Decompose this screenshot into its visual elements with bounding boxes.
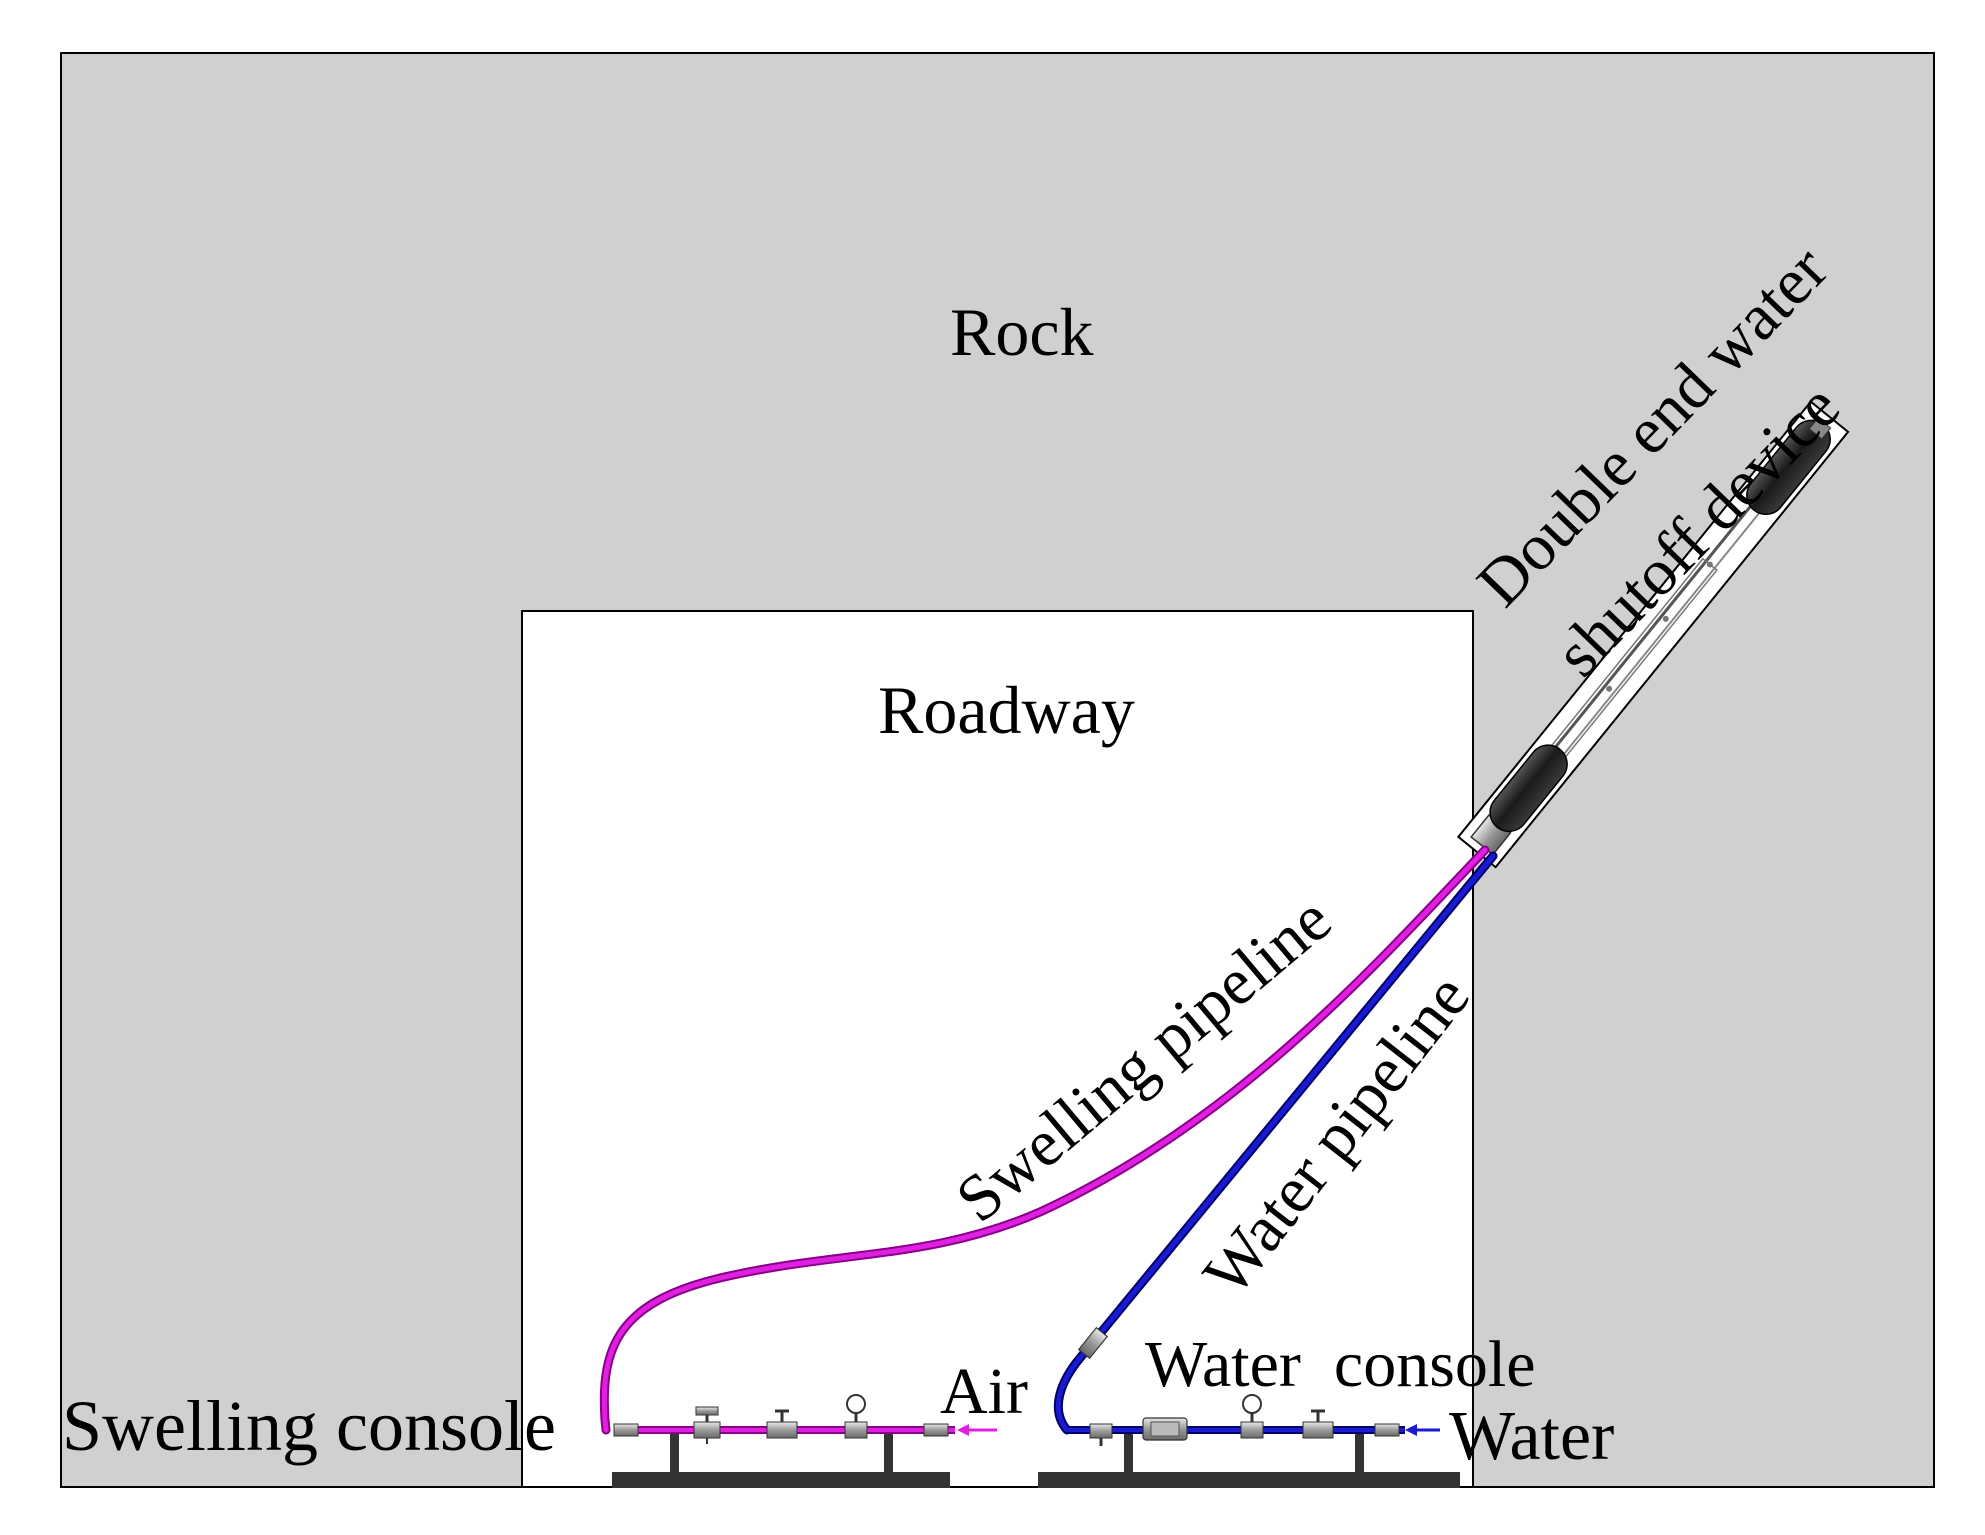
device-marker [1706, 561, 1713, 568]
valve-handle [695, 1406, 719, 1416]
water-console-leg [1355, 1432, 1364, 1474]
water-pipeline-core [1055, 853, 1496, 1433]
valve [693, 1421, 721, 1439]
fitting [923, 1423, 949, 1437]
water-console-leg [1124, 1432, 1133, 1474]
water-console [1038, 1394, 1460, 1488]
pressure-gauge-icon [846, 1394, 866, 1414]
label-water-inlet: Water [1449, 1398, 1614, 1475]
gauge-fitting [844, 1421, 868, 1439]
device-rod [1531, 489, 1779, 795]
fitting [1374, 1423, 1400, 1437]
valve [1302, 1421, 1334, 1439]
label-rock: Rock [950, 294, 1094, 370]
label-water-console: Water console [1145, 1328, 1536, 1401]
swelling-console-leg [884, 1432, 893, 1474]
double-end-shutoff-device [1456, 400, 1850, 869]
label-air: Air [940, 1355, 1028, 1428]
water-pipeline-connector [1077, 1326, 1109, 1360]
swelling-console [612, 1394, 997, 1488]
device-end-cap [1808, 417, 1832, 440]
fitting [1089, 1423, 1113, 1439]
label-roadway: Roadway [878, 672, 1135, 748]
device-marker [1606, 685, 1613, 692]
pressure-gauge-icon [1242, 1394, 1262, 1414]
swelling-pipeline-core [601, 847, 1488, 1433]
air-arrow-head [957, 1424, 969, 1436]
gauge-fitting [1240, 1421, 1264, 1439]
roadway-area [521, 610, 1474, 1488]
water-arrow-head [1405, 1424, 1417, 1436]
water-console-base [1038, 1472, 1460, 1488]
flow-meter-face [1150, 1421, 1180, 1437]
swelling-console-leg [670, 1432, 679, 1474]
inner-packer [1489, 744, 1568, 833]
fitting [613, 1423, 639, 1437]
device-marker [1662, 615, 1669, 622]
swelling-console-base [612, 1472, 950, 1488]
valve [766, 1421, 798, 1439]
label-swelling-console: Swelling console [62, 1386, 556, 1466]
